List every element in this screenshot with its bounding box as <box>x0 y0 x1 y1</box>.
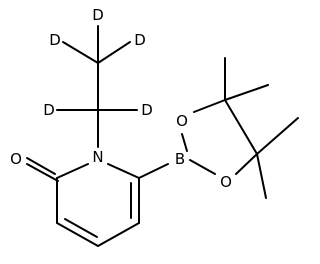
atom-d-middle-right: D <box>141 101 153 119</box>
bond-c3-c4-inner <box>64 218 98 238</box>
atom-boron: B <box>175 150 185 168</box>
bond-c2-o-b <box>26 163 59 182</box>
atom-oxygen-lower: O <box>220 173 232 191</box>
molecule-drawing: D D D D D N O B O O <box>10 6 299 247</box>
bond-c3-c4-outer <box>56 222 99 247</box>
structure-diagram: D D D D D N O B O O <box>10 6 299 247</box>
atom-d-right: D <box>134 31 146 49</box>
bond-cd3-d-right <box>97 41 131 64</box>
bond-n-c2 <box>56 163 89 179</box>
bond-o-upper-c <box>193 99 226 113</box>
atom-nitrogen: N <box>92 148 103 166</box>
bond-c-c-ring <box>224 99 258 155</box>
bond-b-o-upper <box>181 133 188 152</box>
bond-b-o-lower <box>189 159 216 175</box>
bond-me-right <box>256 117 299 155</box>
bond-c6-n <box>107 163 140 179</box>
atom-d-middle-left: D <box>43 101 55 119</box>
atom-d-top: D <box>92 6 104 24</box>
bonds <box>26 25 299 247</box>
atom-oxygen-upper: O <box>176 112 188 130</box>
bond-c4-c5 <box>97 222 140 247</box>
bond-cd3-d-left <box>62 41 99 64</box>
bond-c2-o-a <box>26 157 56 175</box>
atom-labels: D D D D D N O B O O <box>10 6 232 191</box>
atom-d-left: D <box>49 31 61 49</box>
bond-me-upper-right <box>224 84 269 101</box>
bond-c6-b <box>138 163 169 179</box>
bond-me-bottom <box>256 153 267 199</box>
bond-o-lower-c <box>235 153 258 175</box>
atom-oxygen-carbonyl: O <box>10 150 22 168</box>
